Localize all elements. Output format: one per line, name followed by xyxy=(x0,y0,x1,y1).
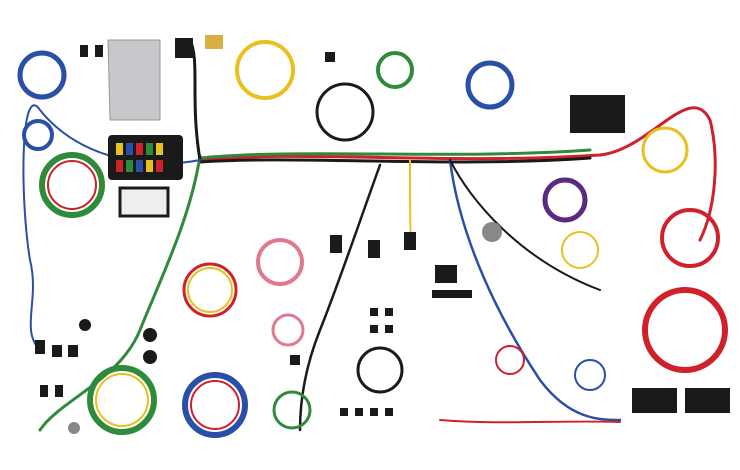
coil-pink-small xyxy=(271,313,305,347)
coil-blue-3 xyxy=(574,359,606,391)
coil-blue-red xyxy=(182,372,248,438)
connector xyxy=(435,265,457,283)
components xyxy=(35,35,730,434)
mounting-plate xyxy=(107,39,161,121)
coil-green-inner xyxy=(47,160,97,210)
coil-red xyxy=(660,208,720,268)
coil-red-small xyxy=(495,345,525,375)
coil-red-yellow xyxy=(182,262,238,318)
grommet xyxy=(143,328,157,342)
fusible-link xyxy=(632,388,677,413)
connector-strip xyxy=(432,290,472,298)
connector xyxy=(368,240,380,258)
connector xyxy=(404,232,416,250)
coil-green-small xyxy=(376,51,414,89)
fuse-cover xyxy=(118,186,170,218)
coil-blue-2 xyxy=(465,60,515,110)
fusible-link xyxy=(685,388,730,413)
coil-black-2 xyxy=(356,346,404,394)
coil-blue-small xyxy=(22,119,54,151)
coil-pink xyxy=(256,238,304,286)
coil-red-battery xyxy=(642,287,728,373)
coil-yellow-2 xyxy=(561,231,599,269)
coil-yellow xyxy=(235,40,295,100)
coil-blue xyxy=(17,50,67,100)
connector xyxy=(330,235,342,253)
fuses xyxy=(116,143,163,172)
wire-coils xyxy=(17,40,728,438)
coil-green-2 xyxy=(272,390,312,430)
relay-block xyxy=(570,95,625,133)
coil-black xyxy=(315,82,375,142)
ground-terminal xyxy=(68,422,80,434)
fuse-box xyxy=(108,135,183,180)
coil-purple xyxy=(542,177,588,223)
coil-green-yellow xyxy=(87,365,157,435)
coil-green xyxy=(39,152,105,218)
switch xyxy=(175,38,193,58)
dimmer-switch xyxy=(482,222,502,242)
grommet xyxy=(79,319,91,331)
switch-brass xyxy=(205,35,223,49)
coil-yellow-white xyxy=(641,126,689,174)
terminal-pieces xyxy=(35,45,393,416)
grommet xyxy=(143,350,157,364)
